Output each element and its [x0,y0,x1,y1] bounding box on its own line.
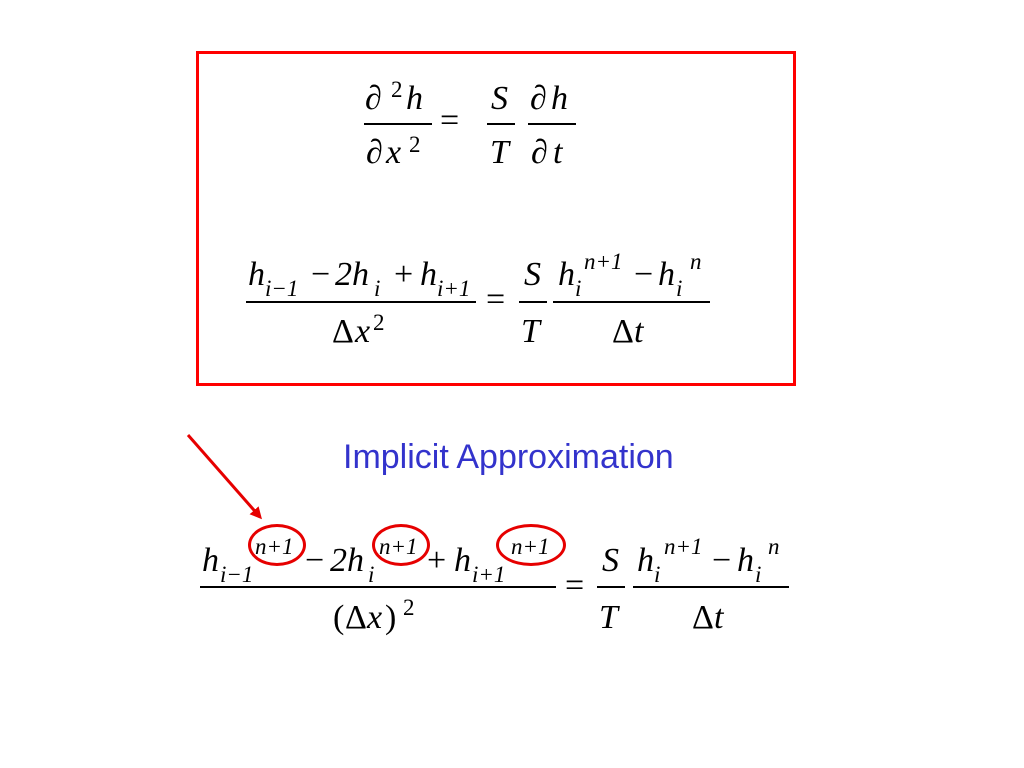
eq3-rh1: h [637,542,654,579]
eq3-den-var: x [367,599,383,636]
eq1-r-num-partial: ∂ [530,80,547,117]
eq3-h1: h [202,542,219,579]
eq1-num-partial: ∂ [365,80,382,117]
eq3-sub1: i−1 [220,562,254,587]
eq2-den-delta: Δ [332,313,354,350]
eq2-sub2: i [374,276,381,301]
eq2-rminus: − [634,256,654,293]
eq3-plus: + [427,542,447,579]
eq3-rminus: − [712,542,732,579]
eq1-S: S [491,80,508,117]
eq2-rh2: h [658,256,675,293]
eq2-rsup2: n [690,249,702,274]
eq3-rsup2: n [768,534,780,559]
eq1-den-power: 2 [409,132,421,157]
eq1-den-var: x [386,134,402,171]
highlight-ring-3 [496,524,566,566]
eq2-rsub2: i [676,276,683,301]
eq2-h1: h [248,256,265,293]
eq2-ST-bar [519,301,547,303]
eq3-fraction-bar [200,586,556,588]
eq1-num-power: 2 [391,77,403,102]
eq2-rden-var: t [634,313,644,350]
eq3-rden-var: t [714,599,724,636]
eq2-rh1: h [558,256,575,293]
eq3-rsub1: i [654,562,661,587]
eq3-equals: = [565,567,585,604]
eq1-r-den-partial: ∂ [531,134,548,171]
eq2-rsup1: n+1 [584,249,623,274]
eq2-minus: − [311,256,331,293]
eq1-den-partial: ∂ [366,134,383,171]
eq2-sub3: i+1 [437,276,471,301]
eq2-rsub1: i [575,276,582,301]
eq2-equals: = [486,281,506,318]
eq2-sub1: i−1 [265,276,299,301]
eq3-sub2: i [368,562,375,587]
eq1-equals: = [440,102,460,139]
eq3-den-power: 2 [403,595,415,620]
highlight-ring-2 [372,524,430,566]
eq2-plus: + [394,256,414,293]
eq3-sub3: i+1 [472,562,506,587]
eq2-two-h: 2h [335,256,369,293]
eq2-h3: h [420,256,437,293]
eq3-minus: − [305,542,325,579]
eq2-den-power: 2 [373,310,385,335]
eq3-ST-bar [597,586,625,588]
highlight-frame [196,51,796,386]
eq1-num-var: h [406,80,423,117]
eq3-den-open: ( [333,599,345,636]
eq3-h3: h [454,542,471,579]
eq2-T: T [521,313,540,350]
eq2-fraction-bar [246,301,476,303]
eq1-r-num-var: h [551,80,568,117]
eq1-r-den-var: t [553,134,563,171]
eq3-S: S [602,542,619,579]
eq2-S: S [524,256,541,293]
eq3-rsup1: n+1 [664,534,703,559]
eq1-T: T [490,134,509,171]
eq2-den-var: x [355,313,371,350]
eq1-ST-bar [487,123,515,125]
implicit-approximation-heading: Implicit Approximation [343,438,674,476]
eq3-rsub2: i [755,562,762,587]
eq3-den-delta: Δ [345,599,367,636]
eq3-den-close: ) [385,599,397,636]
eq3-rden-delta: Δ [692,599,714,636]
eq3-rh2: h [737,542,754,579]
eq1-r-fraction-bar [528,123,576,125]
eq1-fraction-bar [364,123,432,125]
eq3-T: T [599,599,618,636]
eq2-r-fraction-bar [553,301,710,303]
eq3-r-fraction-bar [633,586,789,588]
eq3-two-h: 2h [330,542,364,579]
eq2-rden-delta: Δ [612,313,634,350]
highlight-ring-1 [248,524,306,566]
